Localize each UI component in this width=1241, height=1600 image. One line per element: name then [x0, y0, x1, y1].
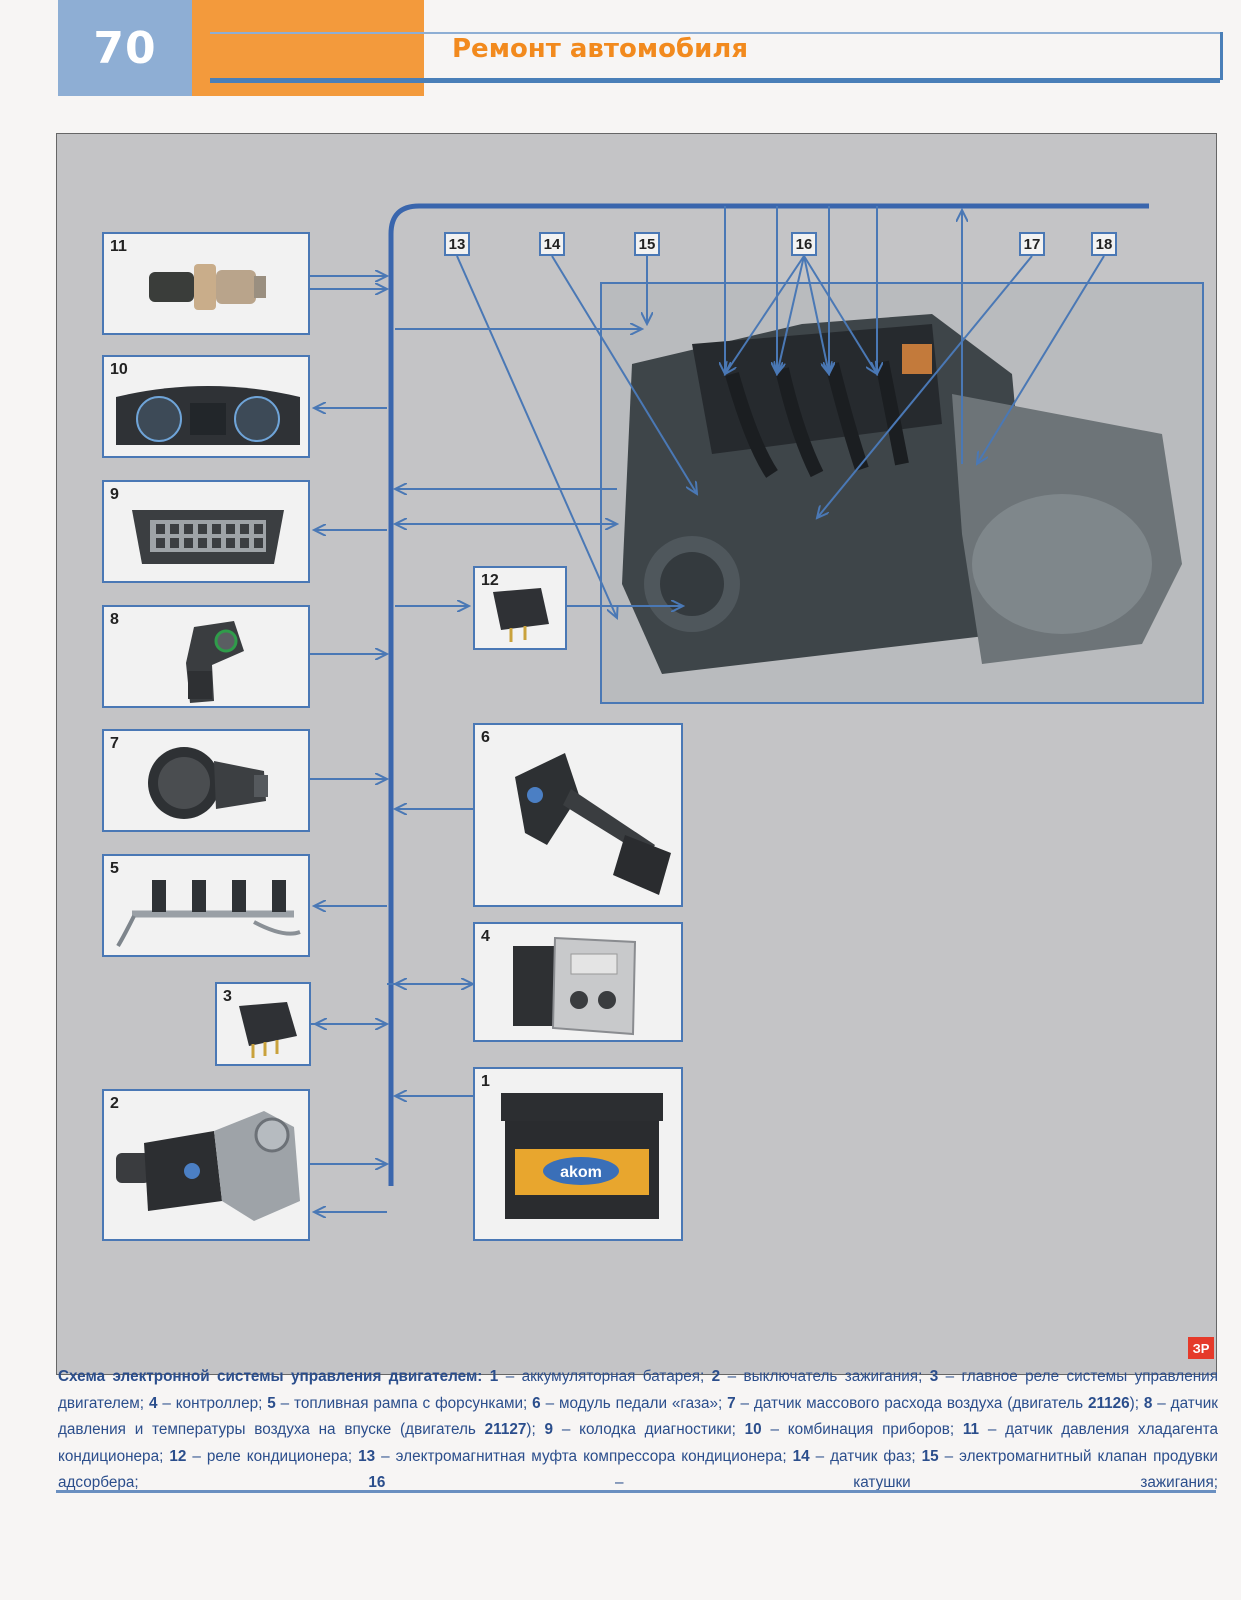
- component-box-9: 9: [102, 480, 310, 583]
- caption-items: 1 – аккумуляторная батарея; 2 – выключат…: [58, 1368, 1219, 1492]
- component-box-5: 5: [102, 854, 310, 957]
- main-bus-line: [388, 203, 1149, 1186]
- bottom-rule: [56, 1490, 1216, 1493]
- component-box-10: 10: [102, 355, 310, 458]
- battery-icon: akom: [501, 1093, 663, 1219]
- badge-zr: ЗР: [1188, 1337, 1214, 1359]
- running-title: Ремонт автомобиля: [452, 34, 749, 64]
- component-number: 9: [110, 486, 119, 503]
- component-box-6: 6: [473, 723, 683, 907]
- pressure-sensor-icon: [149, 264, 266, 310]
- component-number: 10: [110, 361, 128, 378]
- map-sensor-icon: [186, 621, 244, 703]
- air-mass-sensor-icon: [148, 747, 268, 819]
- engine-icon: [622, 314, 1182, 674]
- instrument-cluster-icon: [116, 386, 300, 445]
- header-frame: [424, 32, 1223, 80]
- controller-icon: [513, 936, 637, 1036]
- ignition-switch-icon: [116, 1111, 300, 1221]
- callout-14: 14: [539, 232, 565, 256]
- component-number: 3: [223, 988, 232, 1005]
- component-number: 6: [481, 729, 490, 746]
- component-box-7: 7: [102, 729, 310, 832]
- header-rule-bottom: [210, 78, 1220, 83]
- callout-13: 13: [444, 232, 470, 256]
- component-box-8: 8: [102, 605, 310, 708]
- engine-control-diagram: 11 10 9: [56, 133, 1217, 1375]
- component-number: 8: [110, 611, 119, 628]
- callout-15: 15: [634, 232, 660, 256]
- callout-16: 16: [791, 232, 817, 256]
- header-rule-top: [210, 32, 1220, 34]
- callout-17: 17: [1019, 232, 1045, 256]
- diagnostic-connector-icon: [132, 510, 284, 564]
- component-number: 11: [110, 238, 127, 255]
- component-number: 7: [110, 735, 119, 752]
- component-number: 4: [481, 928, 490, 945]
- component-box-12: 12: [473, 566, 567, 650]
- figure-caption: Схема электронной системы управления дви…: [58, 1364, 1218, 1497]
- component-box-4: 4: [473, 922, 683, 1042]
- wiring-overlay: [310, 203, 1149, 1375]
- component-number: 1: [481, 1073, 490, 1090]
- callout-18: 18: [1091, 232, 1117, 256]
- component-number: 2: [110, 1095, 119, 1112]
- component-box-11: 11: [102, 232, 310, 335]
- component-box-1: 1 akom: [473, 1067, 683, 1241]
- main-relay-icon: [239, 1002, 297, 1058]
- component-number: 12: [481, 572, 499, 589]
- page-number: 70: [58, 0, 192, 96]
- caption-lead: Схема электронной системы управления дви…: [58, 1368, 483, 1385]
- ac-relay-icon: [493, 588, 549, 642]
- component-number: 5: [110, 860, 119, 877]
- component-box-3: 3: [215, 982, 311, 1066]
- battery-brand: akom: [560, 1164, 602, 1181]
- component-box-2: 2: [102, 1089, 310, 1241]
- fuel-rail-icon: [116, 880, 301, 948]
- gas-pedal-icon: [515, 753, 671, 895]
- engine-photo: [600, 282, 1204, 704]
